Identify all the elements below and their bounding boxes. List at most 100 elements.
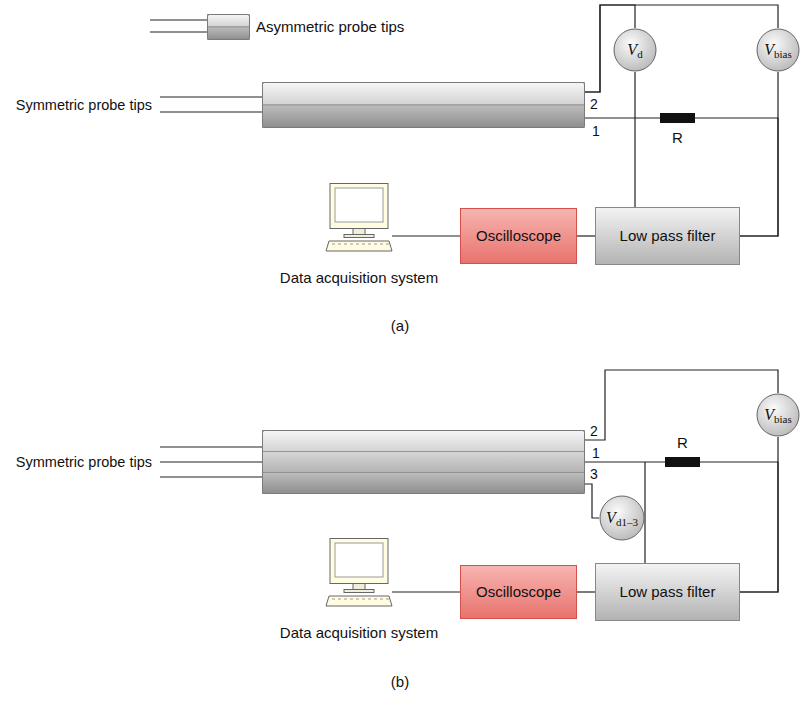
terminal-number: 3 xyxy=(590,467,598,481)
keyboard-key xyxy=(338,599,341,600)
wire-connector xyxy=(740,437,778,592)
part-label: Data acquisition system xyxy=(280,269,438,287)
shape-outline xyxy=(326,183,392,253)
wire-connector xyxy=(577,235,595,236)
resistor-symbol: R xyxy=(660,113,695,123)
probe-band xyxy=(263,83,585,106)
wire-connector xyxy=(634,72,635,207)
keyboard-key xyxy=(338,244,341,245)
keyboard-key xyxy=(362,599,365,600)
computer-icon: Data acquisition system xyxy=(326,183,392,253)
meter-circle xyxy=(600,496,644,540)
symbol-subscript: bias xyxy=(774,413,792,425)
keyboard-key xyxy=(344,599,347,600)
keyboard-key xyxy=(332,244,335,245)
monitor-frame xyxy=(330,184,388,229)
monitor-frame xyxy=(330,539,388,584)
box-label: Low pass filter xyxy=(620,583,716,601)
box-label: Oscilloscope xyxy=(476,227,561,245)
process-box: Oscilloscope xyxy=(460,565,577,619)
probe-band xyxy=(208,15,250,28)
keyboard-key xyxy=(368,599,371,600)
part-label: R xyxy=(677,434,688,452)
wire-connector xyxy=(577,591,595,592)
symbol-letter: V xyxy=(606,509,616,526)
meter-circle xyxy=(614,29,656,71)
symbol-subscript: d1–3 xyxy=(616,516,638,528)
meter-circle xyxy=(757,394,799,436)
voltmeter-symbol: Vd xyxy=(613,28,657,72)
wire-connector xyxy=(392,235,460,236)
voltmeter-symbol: Vd1–3 xyxy=(599,495,645,541)
process-box: Low pass filter xyxy=(595,563,740,621)
keyboard-key xyxy=(368,244,371,245)
probe-tip: Asymmetric probe tips xyxy=(207,14,250,40)
monitor-base xyxy=(344,590,374,593)
box-label: Low pass filter xyxy=(620,227,716,245)
part-label: Asymmetric probe tips xyxy=(256,18,404,36)
meter-label: Vbias xyxy=(764,406,792,424)
keyboard-key xyxy=(332,599,335,600)
lead-wire xyxy=(150,19,207,20)
wire-connector xyxy=(585,370,778,440)
monitor-stand xyxy=(353,229,365,235)
probe-tip: Symmetric probe tips xyxy=(262,82,585,128)
terminal-number: 1 xyxy=(592,124,600,138)
probe-band xyxy=(208,27,250,40)
voltage-source: Vbias xyxy=(756,28,800,72)
keyboard-key xyxy=(344,244,347,245)
wire-connector xyxy=(644,518,645,563)
probe-outline xyxy=(208,15,250,40)
lead-wire xyxy=(644,462,645,518)
terminal-number: 2 xyxy=(590,424,598,438)
meter-label: Vbias xyxy=(764,41,792,59)
probe-outline xyxy=(263,431,585,494)
keyboard-key xyxy=(356,599,359,600)
terminal-number: 2 xyxy=(590,97,598,111)
symbol-letter: V xyxy=(764,406,774,423)
keyboard xyxy=(326,241,392,251)
wire-connector xyxy=(392,591,460,592)
lead-wire xyxy=(160,111,262,112)
computer-icon: Data acquisition system xyxy=(326,538,392,608)
meter-label: Vd xyxy=(627,41,642,59)
wire-connector xyxy=(740,72,778,236)
shape-outline xyxy=(262,82,585,128)
probe-band xyxy=(263,431,585,452)
keyboard xyxy=(326,596,392,606)
wire-connector xyxy=(585,461,665,462)
keyboard-key xyxy=(374,244,377,245)
lead-wire xyxy=(150,31,207,32)
probe-band xyxy=(263,452,585,473)
monitor-stand xyxy=(353,584,365,590)
part-label: R xyxy=(672,129,683,147)
probe-band xyxy=(263,473,585,494)
keyboard-key xyxy=(356,244,359,245)
monitor-screen xyxy=(335,188,383,222)
symbol-letter: V xyxy=(764,41,774,58)
keyboard-key xyxy=(374,599,377,600)
process-box: Oscilloscope xyxy=(460,208,577,264)
symbol-letter: V xyxy=(627,41,637,58)
meter-circle xyxy=(757,29,799,71)
terminal-number: 1 xyxy=(592,446,600,460)
keyboard-key xyxy=(362,244,365,245)
part-label: Symmetric probe tips xyxy=(16,453,152,471)
lead-wire xyxy=(160,446,262,447)
lead-wire xyxy=(160,461,262,462)
wire-connector xyxy=(585,117,660,118)
wire-connector xyxy=(585,484,599,518)
shape-outline xyxy=(262,430,585,494)
keyboard-key xyxy=(386,244,389,245)
symbol-subscript: bias xyxy=(774,48,792,60)
resistor-symbol: R xyxy=(665,457,700,467)
monitor-base xyxy=(344,235,374,238)
shape-outline xyxy=(326,538,392,608)
voltage-source: Vbias xyxy=(756,393,800,437)
probe-outline xyxy=(263,83,585,128)
probe-tip: Symmetric probe tips xyxy=(262,430,585,494)
keyboard-key xyxy=(380,599,383,600)
part-label: Symmetric probe tips xyxy=(16,96,152,114)
probe-band xyxy=(263,105,585,128)
